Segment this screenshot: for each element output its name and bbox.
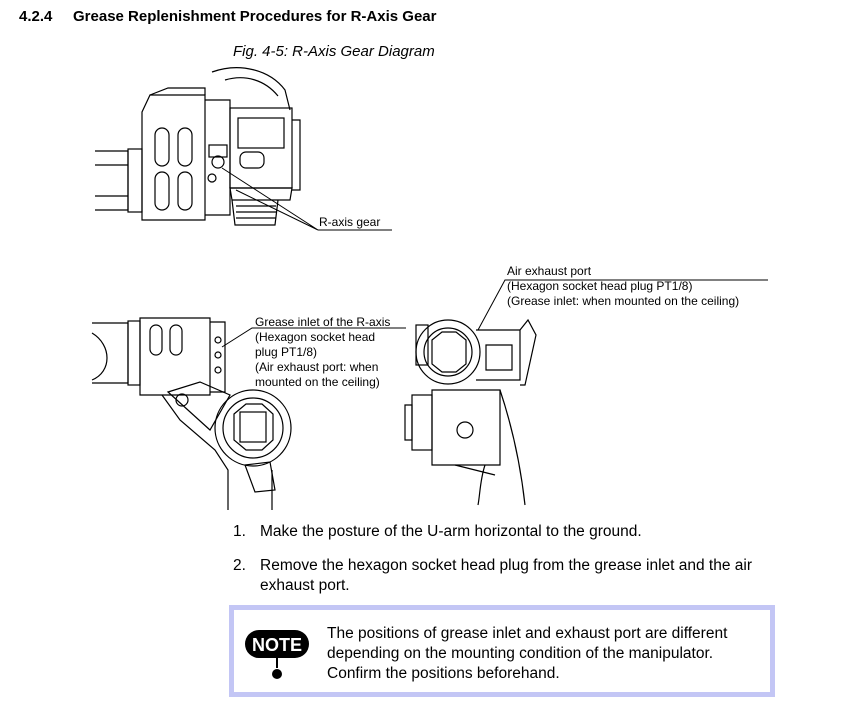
callout-grease-inlet-line: Grease inlet of the R-axis bbox=[255, 315, 391, 329]
step-number: 1. bbox=[233, 523, 246, 540]
callout-air-exhaust-line: (Hexagon socket head plug PT1/8) bbox=[507, 279, 693, 293]
callout-grease-inlet-line: plug PT1/8) bbox=[255, 345, 318, 359]
callout-grease-inlet-line: (Air exhaust port: when bbox=[255, 360, 379, 374]
note-box: NOTE The positions of grease inlet and e… bbox=[229, 605, 775, 697]
callout-grease-inlet-line: (Hexagon socket head bbox=[255, 330, 376, 344]
step-text: Make the posture of the U-arm horizontal… bbox=[260, 523, 642, 540]
callout-r-axis-gear: R-axis gear bbox=[319, 215, 381, 229]
section-heading: 4.2.4 Grease Replenishment Procedures for… bbox=[19, 8, 436, 25]
list-item: 1. Make the posture of the U-arm horizon… bbox=[233, 522, 793, 542]
note-text: The positions of grease inlet and exhaus… bbox=[327, 625, 728, 682]
callout-grease-inlet: Grease inlet of the R-axis (Hexagon sock… bbox=[255, 315, 390, 390]
callout-air-exhaust: Air exhaust port (Hexagon socket head pl… bbox=[507, 264, 739, 309]
list-item: 2. Remove the hexagon socket head plug f… bbox=[233, 556, 793, 596]
step-text: Remove the hexagon socket head plug from… bbox=[260, 557, 753, 594]
left-view-drawing bbox=[91, 317, 292, 510]
top-view-drawing bbox=[95, 67, 301, 226]
right-view-drawing bbox=[404, 318, 537, 506]
callout-grease-inlet-line: mounted on the ceiling) bbox=[255, 375, 380, 389]
note-icon: NOTE bbox=[245, 630, 309, 679]
procedure-steps: 1. Make the posture of the U-arm horizon… bbox=[233, 522, 793, 610]
figure-caption: Fig. 4-5: R-Axis Gear Diagram bbox=[233, 43, 435, 60]
note-label: NOTE bbox=[252, 635, 302, 655]
section-title: Grease Replenishment Procedures for R-Ax… bbox=[73, 8, 437, 25]
step-number: 2. bbox=[233, 557, 246, 574]
callout-air-exhaust-line: Air exhaust port bbox=[507, 264, 592, 278]
callout-air-exhaust-line: (Grease inlet: when mounted on the ceili… bbox=[507, 294, 740, 308]
section-number: 4.2.4 bbox=[19, 8, 53, 25]
